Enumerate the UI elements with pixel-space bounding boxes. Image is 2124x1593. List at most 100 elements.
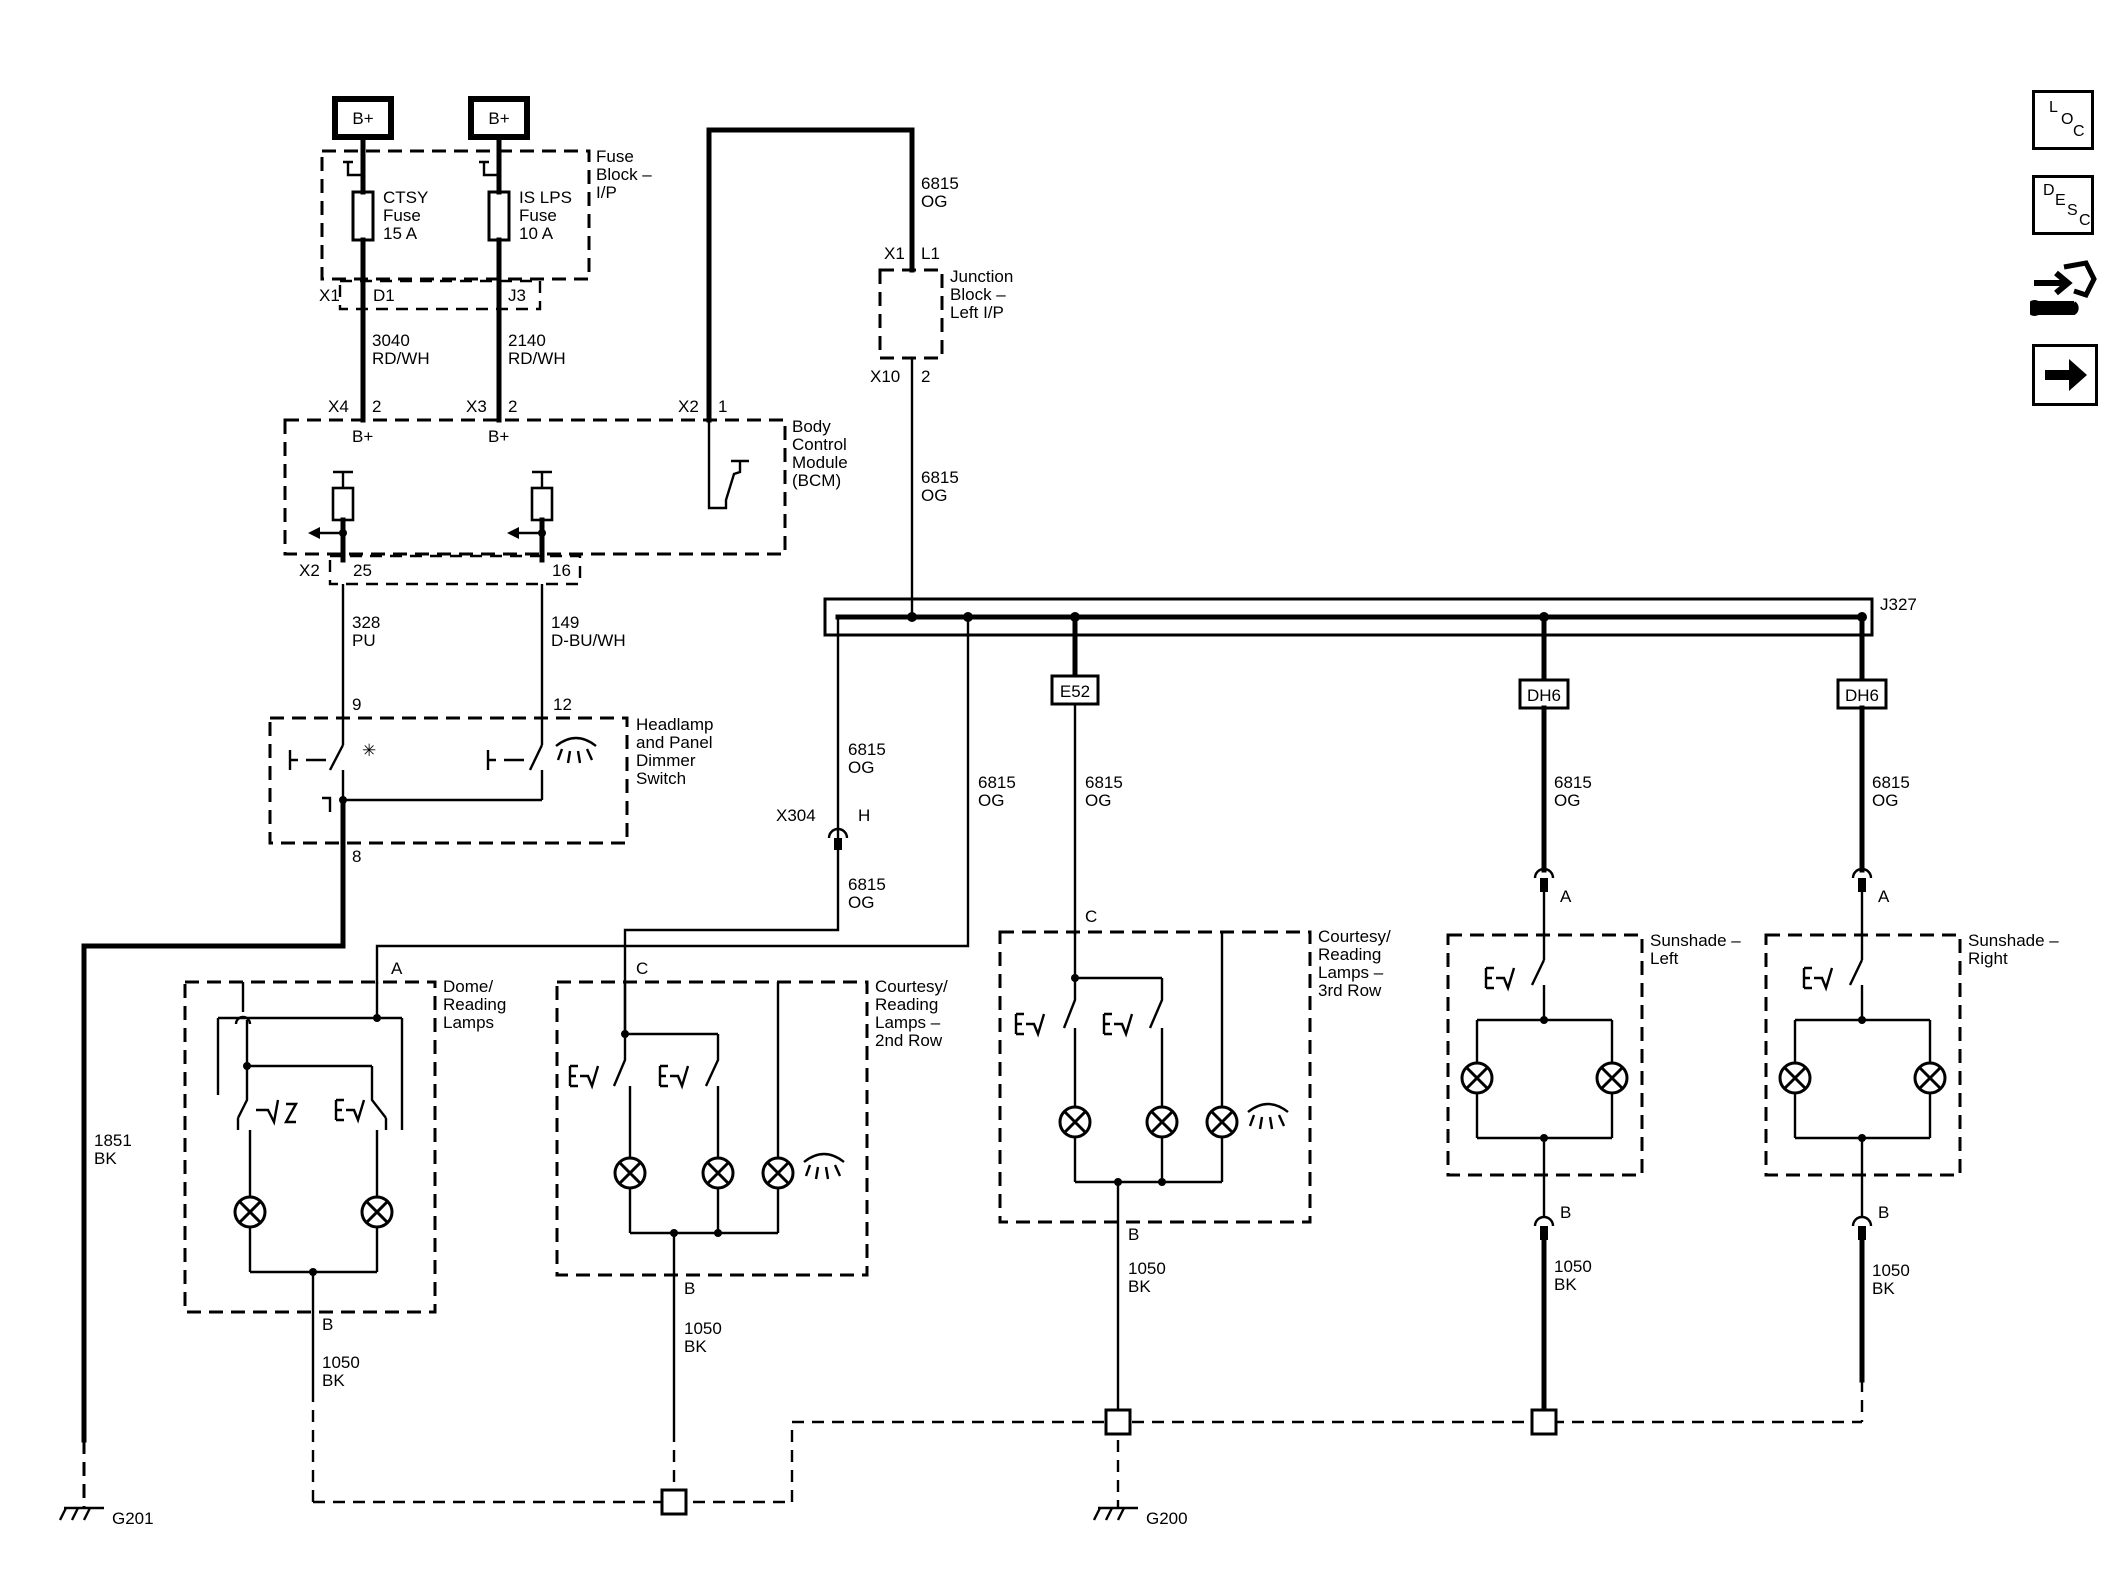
junction-block-conn-x10: X10 xyxy=(870,367,900,386)
wire-1050-color-dome: BK xyxy=(322,1371,345,1390)
wire-6815-number-ssl: 6815 xyxy=(1554,773,1592,792)
wire-6815-number-2nd: 6815 xyxy=(848,875,886,894)
splice-j327-label: J327 xyxy=(1880,595,1917,614)
bplus-label-2: B+ xyxy=(488,109,509,128)
bcm-conn-x2-bottom: X2 xyxy=(299,561,320,580)
junction-block-label-1: Junction xyxy=(950,267,1013,286)
wire-1050-number-ssr: 1050 xyxy=(1872,1261,1910,1280)
dome-label-3: Lamps xyxy=(443,1013,494,1032)
junction-block-label-3: Left I/P xyxy=(950,303,1004,322)
wire-6815-color-x304: OG xyxy=(848,758,874,777)
row2-label-2: Reading xyxy=(875,995,938,1014)
wire-149-color: D-BU/WH xyxy=(551,631,626,650)
bcm-bplus-b: B+ xyxy=(488,427,509,446)
nav-button-loc[interactable]: L O C xyxy=(2032,90,2094,150)
wire-1851-number: 1851 xyxy=(94,1131,132,1150)
splice-pack-j327: J327 xyxy=(823,595,1917,637)
switch-label-1: Headlamp xyxy=(636,715,714,734)
desc-letter-s: S xyxy=(2067,202,2078,219)
connector-x304-label: X304 xyxy=(776,806,816,825)
connector-x304-pin: H xyxy=(858,806,870,825)
dome-label-1: Dome/ xyxy=(443,977,493,996)
wire-3040-number: 3040 xyxy=(372,331,410,350)
row2-label-3: Lamps – xyxy=(875,1013,941,1032)
desc-letter-d: D xyxy=(2043,182,2055,199)
row2-pin-b: B xyxy=(684,1279,695,1298)
ground-network xyxy=(311,1380,1864,1516)
dome-reading-lamps: A Dome/ Reading Lamps B xyxy=(183,959,506,1334)
fuse2-type: Fuse xyxy=(519,206,557,225)
option-dh6-right-label: DH6 xyxy=(1845,686,1879,705)
wire-2140-number: 2140 xyxy=(508,331,546,350)
courtesy-reading-lamps-2nd-row: C Courtesy/ Reading Lamps – 2nd Row B xyxy=(555,959,948,1298)
wire-3040-color: RD/WH xyxy=(372,349,430,368)
loc-letter-o: O xyxy=(2061,111,2074,128)
nav-button-next[interactable] xyxy=(2032,344,2098,406)
option-e52-label: E52 xyxy=(1060,682,1090,701)
wire-328-number: 328 xyxy=(352,613,380,632)
bplus-label-1: B+ xyxy=(352,109,373,128)
bcm-pin-x2-top: 1 xyxy=(718,397,727,416)
wire-6815-color-2nd: OG xyxy=(848,893,874,912)
row3-label-2: Reading xyxy=(1318,945,1381,964)
nav-button-desc[interactable]: D E S C xyxy=(2032,175,2094,235)
sunshade-left-pin-a: A xyxy=(1560,887,1572,906)
option-dh6-right-badge: DH6 xyxy=(1836,678,1888,710)
wire-1050-number-dome: 1050 xyxy=(322,1353,360,1372)
wire-6815-color-a: OG xyxy=(921,192,947,211)
row3-pin-b: B xyxy=(1128,1225,1139,1244)
wire-6815-color-3rd: OG xyxy=(1085,791,1111,810)
sunshade-left-label-2: Left xyxy=(1650,949,1679,968)
bcm-label-2: Control xyxy=(792,435,847,454)
sunshade-right: A Sunshade – Right xyxy=(1764,887,2059,1177)
nav-button-tools[interactable] xyxy=(2026,255,2098,325)
row3-label-3: Lamps – xyxy=(1318,963,1384,982)
sunshade-left: A Sunshade – Left xyxy=(1446,887,1741,1177)
sunshade-left-label-1: Sunshade – xyxy=(1650,931,1741,950)
bcm-pin-16: 16 xyxy=(552,561,571,580)
bplus-source-2: B+ xyxy=(468,96,530,140)
junction-block-pin-l1: L1 xyxy=(921,244,940,263)
wire-6815-color-ssl: OG xyxy=(1554,791,1580,810)
desc-letter-e: E xyxy=(2055,192,2066,209)
row3-pin-c: C xyxy=(1085,907,1097,926)
switch-label-4: Switch xyxy=(636,769,686,788)
fuse-block-label-1: Fuse xyxy=(596,147,634,166)
bcm-conn-x2-top: X2 xyxy=(678,397,699,416)
fuse-block: Fuse Block – I/P CTSY Fuse 15 A IS LPS F… xyxy=(319,134,652,311)
row3-label-1: Courtesy/ xyxy=(1318,927,1391,946)
headlamp-panel-dimmer-switch: 9 12 Headlamp and Panel Dimmer Switch ✳ … xyxy=(268,695,714,883)
row2-label-4: 2nd Row xyxy=(875,1031,943,1050)
wire-6815-number-ssr: 6815 xyxy=(1872,773,1910,792)
junction-block-conn-x1: X1 xyxy=(884,244,905,263)
wire-6815-color-dome: OG xyxy=(978,791,1004,810)
option-e52-badge: E52 xyxy=(1050,674,1100,706)
sunshade-right-pin-a: A xyxy=(1878,887,1890,906)
fuse-block-pin-j3: J3 xyxy=(508,286,526,305)
loc-letter-c: C xyxy=(2073,123,2085,140)
fuse-block-label-2: Block – xyxy=(596,165,652,184)
fuse-block-conn-x1: X1 xyxy=(319,286,340,305)
ground-g201: G201 xyxy=(58,1506,154,1528)
wire-6815-number-b: 6815 xyxy=(921,468,959,487)
ground-g201-label: G201 xyxy=(112,1509,154,1528)
wire-1851-color: BK xyxy=(94,1149,117,1168)
wire-1050-number-2nd: 1050 xyxy=(684,1319,722,1338)
fuse-block-pin-d1: D1 xyxy=(373,286,395,305)
ground-g200-label: G200 xyxy=(1146,1509,1188,1528)
wire-6815-number-3rd: 6815 xyxy=(1085,773,1123,792)
junction-block-label-2: Block – xyxy=(950,285,1006,304)
bplus-source-1: B+ xyxy=(332,96,394,140)
junction-block-left-ip: Junction Block – Left I/P X1 L1 X10 2 xyxy=(870,244,1013,386)
connector-tool-icon xyxy=(2026,260,2097,316)
fuse1-type: Fuse xyxy=(383,206,421,225)
bcm-label-4: (BCM) xyxy=(792,471,841,490)
junction-block-pin-2: 2 xyxy=(921,367,930,386)
wire-1050-color-3rd: BK xyxy=(1128,1277,1151,1296)
fuse2-rating: 10 A xyxy=(519,224,554,243)
wire-1050-number-3rd: 1050 xyxy=(1128,1259,1166,1278)
bcm-pin-x3: 2 xyxy=(508,397,517,416)
wire-2140-color: RD/WH xyxy=(508,349,566,368)
option-dh6-left-label: DH6 xyxy=(1527,686,1561,705)
switch-label-2: and Panel xyxy=(636,733,713,752)
